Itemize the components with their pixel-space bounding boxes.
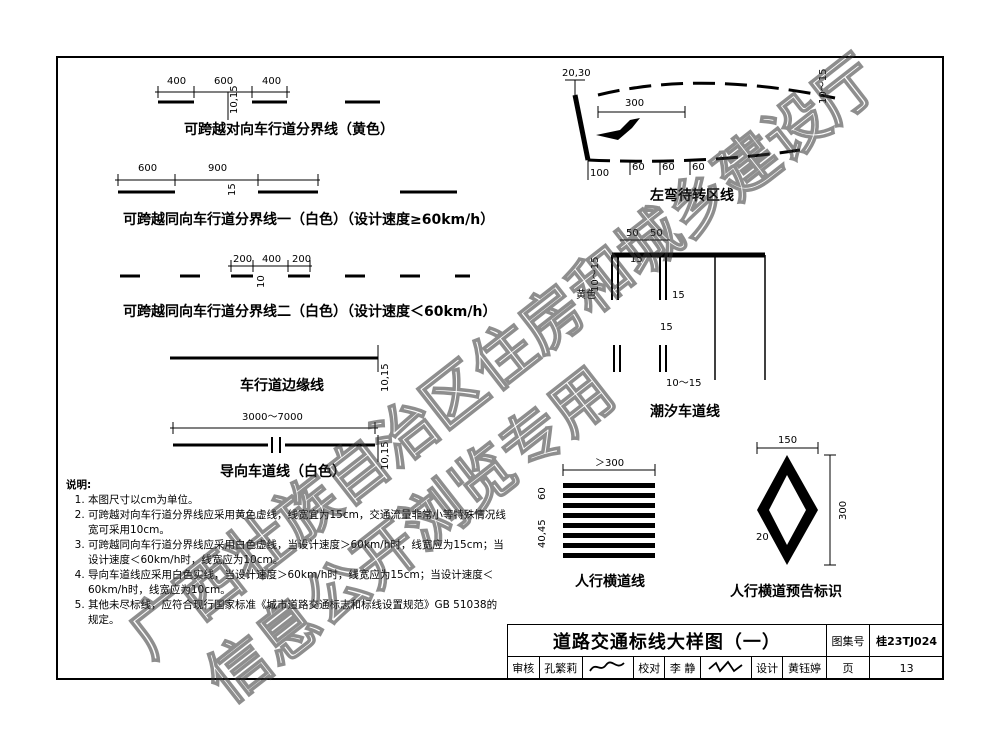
label-white-divider-2: 可跨越同向车行道分界线二（白色）（设计速度＜60km/h） <box>123 303 496 320</box>
edge-line-detail: 10,15 车行道边缘线 <box>170 345 391 394</box>
note-3: 可跨越同向车行道分界线应采用白色虚线，当设计速度＞60km/h时，线宽应为15c… <box>88 538 506 568</box>
label-left-turn: 左弯待转区线 <box>649 187 734 204</box>
label-crosswalk: 人行横道线 <box>575 573 645 590</box>
design-label: 设计 <box>750 656 784 680</box>
check-signature <box>699 656 752 680</box>
label-crosswalk-warning: 人行横道预告标识 <box>730 583 842 600</box>
dim-1015a: 10～15 <box>818 69 829 104</box>
dim-200b: 200 <box>292 254 311 265</box>
dim-60d: 60 <box>537 487 548 500</box>
dim-600b: 600 <box>138 163 157 174</box>
dim-3000-7000: 3000～7000 <box>242 412 303 423</box>
dim-60b: 60 <box>662 162 675 173</box>
signature-mark-1 <box>589 661 625 672</box>
dim-300b: 300 <box>838 501 849 520</box>
drawing-frame <box>56 56 944 680</box>
dim-width-10: 10 <box>256 275 267 288</box>
dim-width-1015c: 10,15 <box>380 441 391 470</box>
label-white-divider-1: 可跨越同向车行道分界线一（白色）（设计速度≥60km/h） <box>123 211 494 228</box>
dim-900: 900 <box>208 163 227 174</box>
dim-1015b: 10～15 <box>590 257 601 292</box>
notes-list: 本图尺寸以cm为单位。 可跨越对向车行道分界线应采用黄色虚线，线宽宜为15cm，… <box>66 493 506 628</box>
notes-title: 说明: <box>66 479 92 491</box>
dim-100: 100 <box>590 168 609 179</box>
dim-300a: 300 <box>625 98 644 109</box>
left-turn-zone-detail: 20,30 300 10～15 100 60 60 60 左弯待转区线 <box>562 68 836 204</box>
signature-mark-2 <box>708 660 743 673</box>
dim-20: 20 <box>756 532 769 543</box>
dim-60c: 60 <box>692 162 705 173</box>
yellow-tag: 黄色 <box>576 288 596 301</box>
dim-gt300: ＞300 <box>595 458 624 469</box>
dim-2030: 20,30 <box>562 68 591 79</box>
atlas-number: 桂23TJ024 <box>869 624 944 657</box>
label-tidal: 潮汐车道线 <box>650 403 720 420</box>
guide-line-detail: 3000～7000 10,15 导向车道线（白色） <box>170 412 391 480</box>
title-block: 道路交通标线大样图（一） 图集号 桂23TJ024 审核 孔繁莉 校对 李 静 … <box>507 624 944 680</box>
crosswalk-detail: ＞300 60 40,45 人行横道线 <box>537 458 656 590</box>
tidal-lane-detail: 50 50 10～15 15 15 黄色 15 10～15 潮汐车道线 <box>576 228 766 420</box>
yellow-divider-detail: 400 600 400 10,15 可跨越对向车行道分界线（黄色） <box>155 76 394 138</box>
note-2: 可跨越对向车行道分界线应采用黄色虚线，线宽宜为15cm，交通流量非常小等特殊情况… <box>88 508 506 538</box>
dim-200a: 200 <box>233 254 252 265</box>
dim-400b: 400 <box>262 76 281 87</box>
dim-4045: 40,45 <box>537 519 548 548</box>
dim-width-15b: 15 <box>630 254 643 265</box>
note-4: 导向车道线应采用白色实线，当设计速度＞60km/h时，线宽应为15cm；当设计速… <box>88 568 506 598</box>
dim-150: 150 <box>778 435 797 446</box>
dim-50b: 50 <box>650 228 663 239</box>
design-name: 黄钰婷 <box>782 656 827 680</box>
check-label: 校对 <box>632 656 666 680</box>
review-label: 审核 <box>507 656 540 680</box>
drawing-title: 道路交通标线大样图（一） <box>507 624 827 657</box>
note-5: 其他未尽标线，应符合现行国家标准《城市道路交通标志和标线设置规范》GB 5103… <box>88 598 506 628</box>
atlas-label: 图集号 <box>825 624 871 657</box>
dim-600a: 600 <box>214 76 233 87</box>
label-yellow-divider: 可跨越对向车行道分界线（黄色） <box>184 121 394 138</box>
note-1: 本图尺寸以cm为单位。 <box>88 493 506 508</box>
white-divider-2-detail: 200 400 200 10 可跨越同向车行道分界线二（白色）（设计速度＜60k… <box>120 254 496 320</box>
label-guide-line: 导向车道线（白色） <box>220 463 346 480</box>
dim-400c: 400 <box>262 254 281 265</box>
white-divider-1-detail: 600 900 15 可跨越同向车行道分界线一（白色）（设计速度≥60km/h） <box>115 163 494 228</box>
review-signature <box>581 656 634 680</box>
dim-50a: 50 <box>626 228 639 239</box>
notes: 说明: 本图尺寸以cm为单位。 可跨越对向车行道分界线应采用黄色虚线，线宽宜为1… <box>66 478 506 628</box>
dim-60a: 60 <box>632 162 645 173</box>
dim-width-1015a: 10,15 <box>229 85 240 114</box>
dim-width-15c: 15 <box>672 290 685 301</box>
check-name: 李 静 <box>664 656 701 680</box>
label-edge-line: 车行道边缘线 <box>240 377 324 394</box>
crosswalk-warning-detail: 150 300 20 人行横道预告标识 <box>730 435 849 600</box>
dim-width-15d: 15 <box>660 322 673 333</box>
dim-400a: 400 <box>167 76 186 87</box>
review-name: 孔繁莉 <box>538 656 583 680</box>
page-label: 页 <box>825 656 871 680</box>
page-number: 13 <box>869 656 944 680</box>
dim-width-1015b: 10,15 <box>380 363 391 392</box>
dim-1015c: 10～15 <box>666 378 701 389</box>
dim-width-15a: 15 <box>227 183 238 196</box>
